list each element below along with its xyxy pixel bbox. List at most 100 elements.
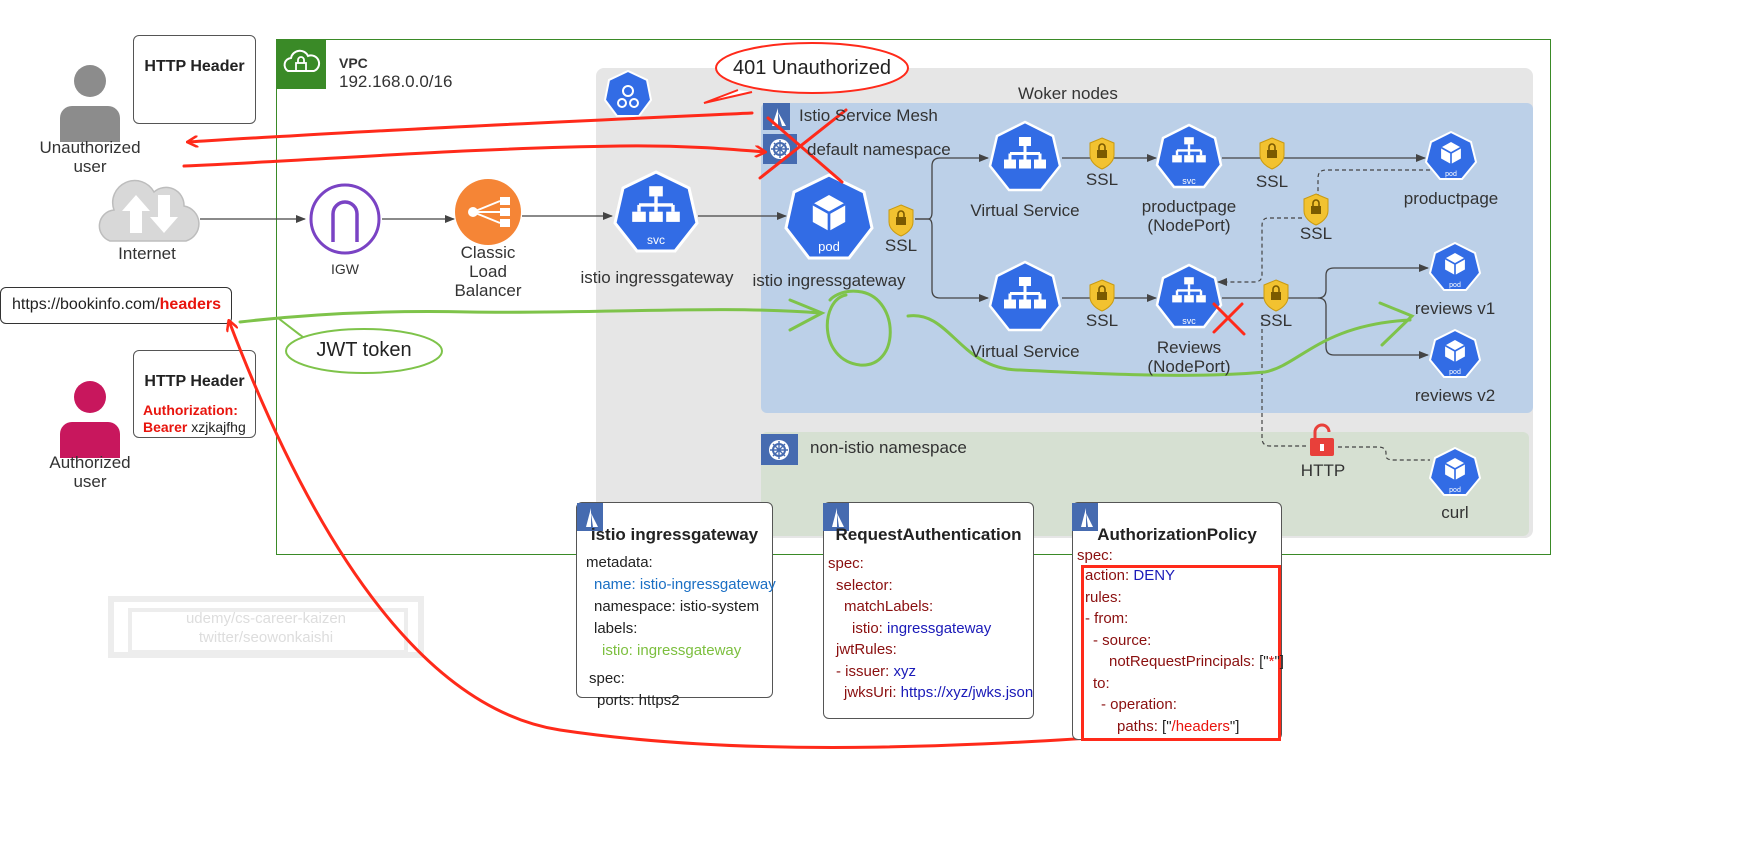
auth-user-line2: user [73, 472, 107, 491]
watermark: udemy/cs-career-kaizen twitter/seowonkai… [108, 596, 424, 658]
bearer-word: Bearer [143, 419, 188, 435]
request-authentication-card: RequestAuthentication spec: selector: ma… [823, 502, 1034, 719]
yaml-key: spec: [828, 555, 864, 572]
http-header-card-auth: HTTP Header Authorization: Bearer xzjkaj… [133, 350, 256, 438]
yaml-key: action: [1085, 567, 1130, 584]
k8s-namespace-icon [761, 434, 798, 465]
unauthorized-callout-text: 401 Unauthorized [733, 57, 891, 79]
ssl-label: SSL [1299, 224, 1333, 243]
user-unauthorized-icon [60, 65, 120, 142]
curl-label: curl [1441, 503, 1469, 522]
http-label: HTTP [1300, 461, 1346, 480]
istio-mesh-icon [763, 103, 790, 130]
auth-user-line1: Authorized [49, 453, 131, 472]
ssl-lock-icon [888, 204, 914, 237]
http-unlock-icon [1310, 423, 1334, 456]
ssl-label: SSL [1085, 170, 1119, 189]
card-body: metadata: name: istio-ingressgateway nam… [586, 552, 776, 712]
non-istio-namespace-label: non-istio namespace [810, 438, 967, 457]
k8s-control-plane-icon [603, 69, 653, 117]
card-body: spec: selector: matchLabels: istio: ingr… [828, 553, 1033, 704]
reviews-svc-line1: Reviews [1156, 338, 1222, 357]
yaml-key: jwtRules: [836, 641, 897, 658]
pod-caption: pod [818, 239, 840, 254]
card-title: AuthorizationPolicy [1097, 525, 1257, 544]
productpage-svc-line2: (NodePort) [1147, 216, 1231, 235]
yaml-value: * [1268, 653, 1275, 670]
cloud-lock-icon [283, 49, 321, 72]
card-body: action: DENY rules: - from: - source: no… [1085, 565, 1284, 737]
watermark-line2: twitter/seowonkaishi [198, 629, 334, 646]
yaml-value: istio-system [679, 598, 760, 615]
istio-logo-icon [823, 503, 849, 531]
http-header-card-unauth: HTTP Header [133, 35, 256, 124]
unauth-user-line2: user [73, 157, 107, 176]
pod-caption: pod [1445, 171, 1457, 178]
yaml-key: selector: [836, 576, 893, 594]
auth-header-key: Authorization: [143, 402, 238, 418]
svc-caption: svc [1182, 316, 1196, 326]
mesh-label: Istio Service Mesh [799, 106, 938, 125]
igw-label: IGW [331, 261, 359, 277]
yaml-key: matchLabels: [844, 598, 934, 615]
yaml-key: labels: [594, 620, 638, 637]
virtual-service-top-icon [988, 120, 1062, 192]
yaml-bracket: [" [1259, 653, 1269, 670]
vpc-cidr: 192.168.0.0/16 [339, 72, 453, 91]
default-namespace-label: default namespace [807, 140, 951, 159]
ssl-label: SSL [1255, 172, 1289, 191]
ssl-label: SSL [884, 236, 918, 255]
yaml-key: istio: [852, 619, 883, 637]
pod-ingressgateway-label: istio ingressgateway [752, 271, 906, 290]
istio-ingressgateway-card: istio ingressgateway metadata: name: ist… [576, 502, 776, 709]
clb-line2: Load [469, 262, 507, 281]
yaml-key: istio: [602, 642, 633, 659]
ssl-lock-icon [1089, 279, 1115, 312]
worker-nodes-label: Woker nodes [1018, 84, 1118, 103]
yaml-bracket: [" [1162, 717, 1172, 735]
k8s-namespace-icon [763, 134, 797, 164]
internet-label: Internet [118, 244, 176, 263]
jwt-callout-text: JWT token [316, 339, 412, 361]
pod-caption: pod [1449, 282, 1461, 289]
yaml-key: jwksUri: [844, 684, 897, 701]
yaml-key: to: [1093, 674, 1110, 692]
yaml-key: - issuer: [836, 662, 890, 680]
productpage-pod-label: productpage [1403, 189, 1499, 208]
url-box[interactable]: https://bookinfo.com/headers [0, 287, 232, 324]
svc-caption: svc [647, 233, 665, 247]
url-path: headers [159, 296, 222, 313]
yaml-key: namespace: [594, 598, 676, 615]
yaml-bracket: "] [1229, 717, 1240, 735]
clb-line3: Balancer [454, 281, 522, 300]
http-header-title: HTTP Header [144, 373, 245, 390]
reviews-svc-icon: svc [1155, 263, 1223, 329]
virtual-service-bottom-icon [988, 260, 1062, 332]
pod-ingressgateway-icon: pod [784, 173, 874, 260]
istio-logo-icon [577, 503, 603, 531]
yaml-key: metadata: [586, 554, 653, 571]
connector-lines [200, 154, 1429, 359]
ssl-lock-icon [1303, 193, 1329, 226]
yaml-value: xyz [893, 662, 917, 680]
url-prefix: https://bookinfo.com/ [12, 296, 160, 313]
internet-cloud-icon [98, 179, 200, 242]
yaml-key: - source: [1093, 631, 1152, 649]
ssl-lock-icon [1263, 279, 1289, 312]
card-title: istio ingressgateway [590, 525, 759, 544]
yaml-line: ports: https2 [597, 692, 680, 709]
yaml-key: notRequestPrincipals: [1109, 653, 1255, 670]
yaml-value: istio-ingressgateway [639, 576, 776, 593]
bearer-token: xzjkajfhg [191, 419, 246, 435]
yaml-key: name: [594, 576, 636, 593]
bearer-line: Bearer xzjkajfhg [143, 419, 246, 435]
pod-caption: pod [1449, 487, 1461, 494]
ssl-label: SSL [1085, 311, 1119, 330]
ssl-lock-icon [1089, 137, 1115, 170]
jwt-callout [277, 317, 443, 374]
deny-rule-highlight [1081, 565, 1281, 741]
productpage-pod-icon: pod [1424, 130, 1478, 180]
reviews-v1-pod-icon: pod [1428, 241, 1482, 291]
url-text: https://bookinfo.com/headers [12, 296, 221, 314]
